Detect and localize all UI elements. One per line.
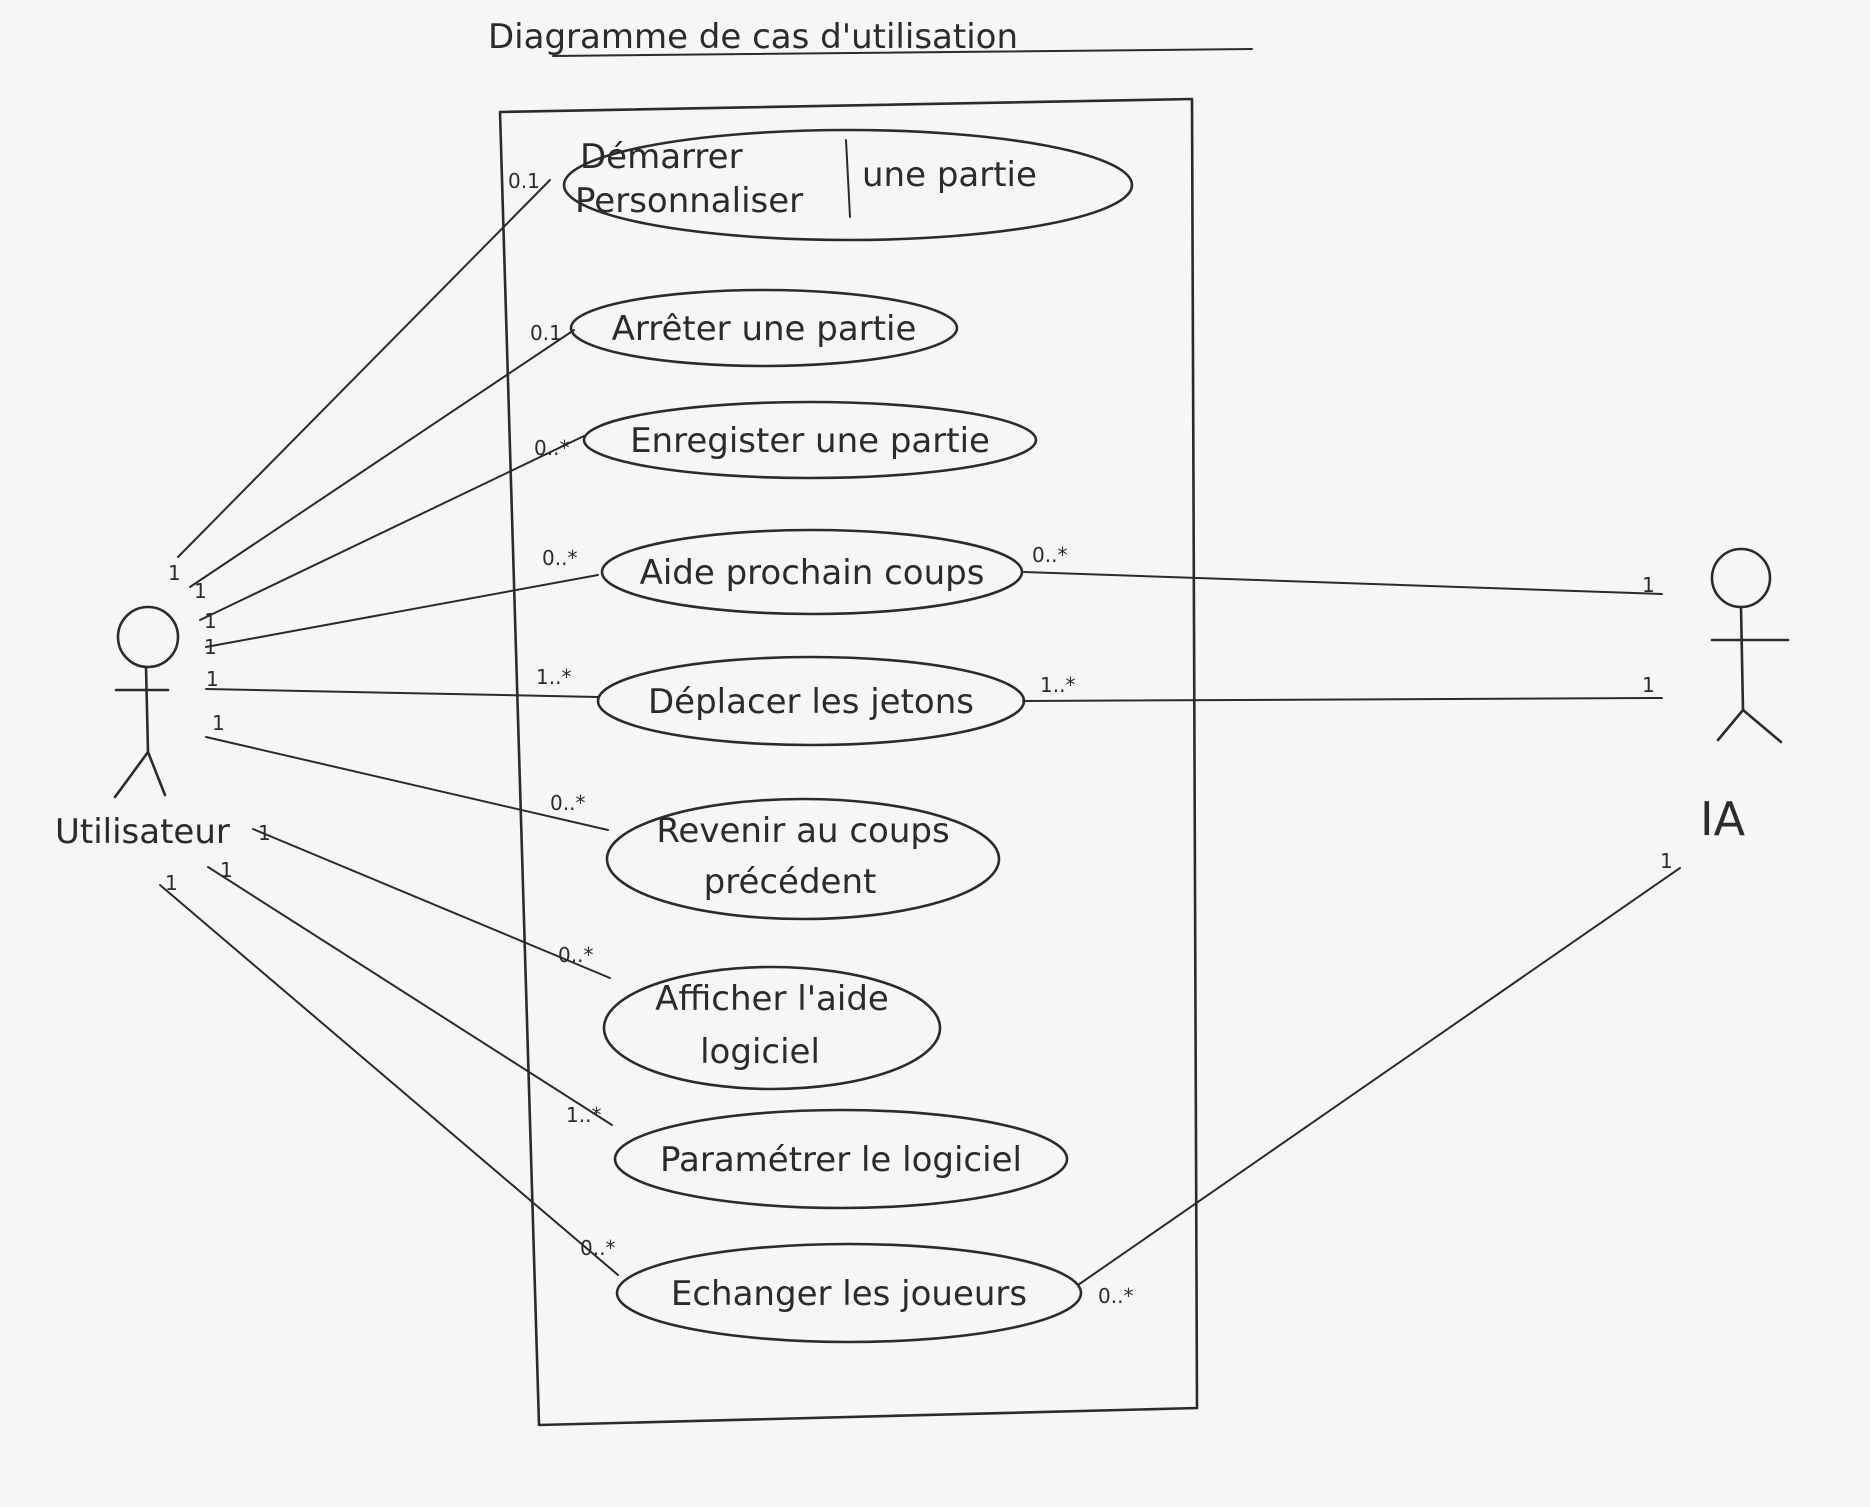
association-line <box>199 435 585 621</box>
use-case-aide-prochain-coups[interactable]: Aide prochain coups <box>600 528 1024 616</box>
use-case-label: une partie <box>862 155 1037 195</box>
use-case-multiplicity: 0..* <box>580 1236 615 1260</box>
actor-multiplicity: 1 <box>1642 573 1655 597</box>
association-line <box>159 884 619 1276</box>
stick-figure-icon <box>1710 547 1790 744</box>
actor-ia[interactable]: IA <box>1700 547 1790 846</box>
actor-multiplicity: 1 <box>1642 673 1655 697</box>
use-case-multiplicity: 0.1 <box>508 169 540 193</box>
actor-utilisateur[interactable]: Utilisateur <box>55 605 230 852</box>
actor-multiplicity: 1 <box>212 711 225 735</box>
use-case-divider <box>845 139 851 218</box>
use-case-multiplicity: 1..* <box>566 1103 601 1127</box>
use-case-label: Paramétrer le logiciel <box>660 1140 1022 1180</box>
actor-multiplicity: 1 <box>204 635 217 659</box>
use-case-ellipse <box>615 1242 1083 1344</box>
system-boundary <box>498 97 1199 1427</box>
use-case-multiplicity: 0..* <box>542 546 577 570</box>
association-line <box>205 688 599 698</box>
actor-multiplicity: 1 <box>168 561 181 585</box>
actor-label: IA <box>1700 792 1746 846</box>
actor-multiplicity: 1 <box>165 871 178 895</box>
use-case-multiplicity: 0..* <box>550 791 585 815</box>
use-case-ellipse <box>602 965 942 1091</box>
use-case-label: Arrêter une partie <box>612 309 917 349</box>
use-case-label: Personnaliser <box>575 181 803 221</box>
use-case-demarrer-personnaliser[interactable]: Démarrer Personnaliser une partie <box>562 128 1134 242</box>
actor-label: Utilisateur <box>55 812 230 852</box>
association-line <box>1023 571 1663 595</box>
use-case-multiplicity: 1..* <box>1040 673 1075 697</box>
use-case-multiplicity: 0..* <box>1098 1284 1133 1308</box>
association-line <box>205 574 599 648</box>
use-case-ellipse <box>569 288 959 368</box>
use-case-label: Afficher l'aide <box>655 979 889 1019</box>
association-line <box>205 736 609 831</box>
association-line <box>189 329 575 588</box>
actor-multiplicity: 1 <box>1660 849 1673 873</box>
stick-figure-icon <box>113 605 180 799</box>
actor-multiplicity: 1 <box>204 609 217 633</box>
use-case-revenir-coup-precedent[interactable]: Revenir au coups précédent <box>605 797 1001 921</box>
use-case-multiplicity: 0..* <box>534 436 569 460</box>
use-case-label: Aide prochain coups <box>640 553 985 593</box>
use-case-multiplicity: 0.1 <box>530 321 562 345</box>
use-case-label: Echanger les joueurs <box>671 1274 1027 1314</box>
use-case-afficher-aide[interactable]: Afficher l'aide logiciel <box>602 965 942 1091</box>
association-line <box>207 866 613 1126</box>
use-case-arreter-partie[interactable]: Arrêter une partie <box>569 288 959 368</box>
use-case-label: Déplacer les jetons <box>648 682 974 722</box>
use-case-parametrer-logiciel[interactable]: Paramétrer le logiciel <box>613 1108 1069 1210</box>
use-case-multiplicity: 0..* <box>558 943 593 967</box>
association-line <box>1077 867 1681 1286</box>
use-case-echanger-joueurs[interactable]: Echanger les joueurs <box>615 1242 1083 1344</box>
use-case-ellipse <box>582 400 1038 480</box>
association-line <box>177 179 551 558</box>
use-case-multiplicity: 0..* <box>1032 543 1067 567</box>
use-case-deplacer-jetons[interactable]: Déplacer les jetons <box>596 655 1026 747</box>
use-case-label: Démarrer <box>580 137 743 177</box>
actor-multiplicity: 1 <box>194 579 207 603</box>
use-case-label: Enregister une partie <box>630 421 990 461</box>
use-case-multiplicity: 1..* <box>536 665 571 689</box>
actor-multiplicity: 1 <box>258 821 271 845</box>
association-line <box>1022 697 1663 702</box>
actor-multiplicity: 1 <box>220 858 233 882</box>
title-underline <box>552 48 1253 57</box>
use-case-ellipse <box>600 528 1024 616</box>
use-case-enregistrer-partie[interactable]: Enregister une partie <box>582 400 1038 480</box>
use-case-ellipse <box>562 128 1134 242</box>
use-case-ellipse <box>596 655 1026 747</box>
diagram-title: Diagramme de cas d'utilisation <box>488 17 1018 57</box>
use-case-label: précédent <box>704 862 877 902</box>
use-case-label: logiciel <box>700 1032 820 1072</box>
use-case-ellipse <box>605 797 1001 921</box>
use-case-ellipse <box>613 1108 1069 1210</box>
use-case-label: Revenir au coups <box>656 811 949 851</box>
association-line <box>252 828 611 979</box>
actor-multiplicity: 1 <box>206 667 219 691</box>
associations: 1 0.1 1 0.1 1 0..* 1 0..* 1 1..* 1 0..* 1 0..* 1 1..* 1 0… <box>159 169 1681 1308</box>
